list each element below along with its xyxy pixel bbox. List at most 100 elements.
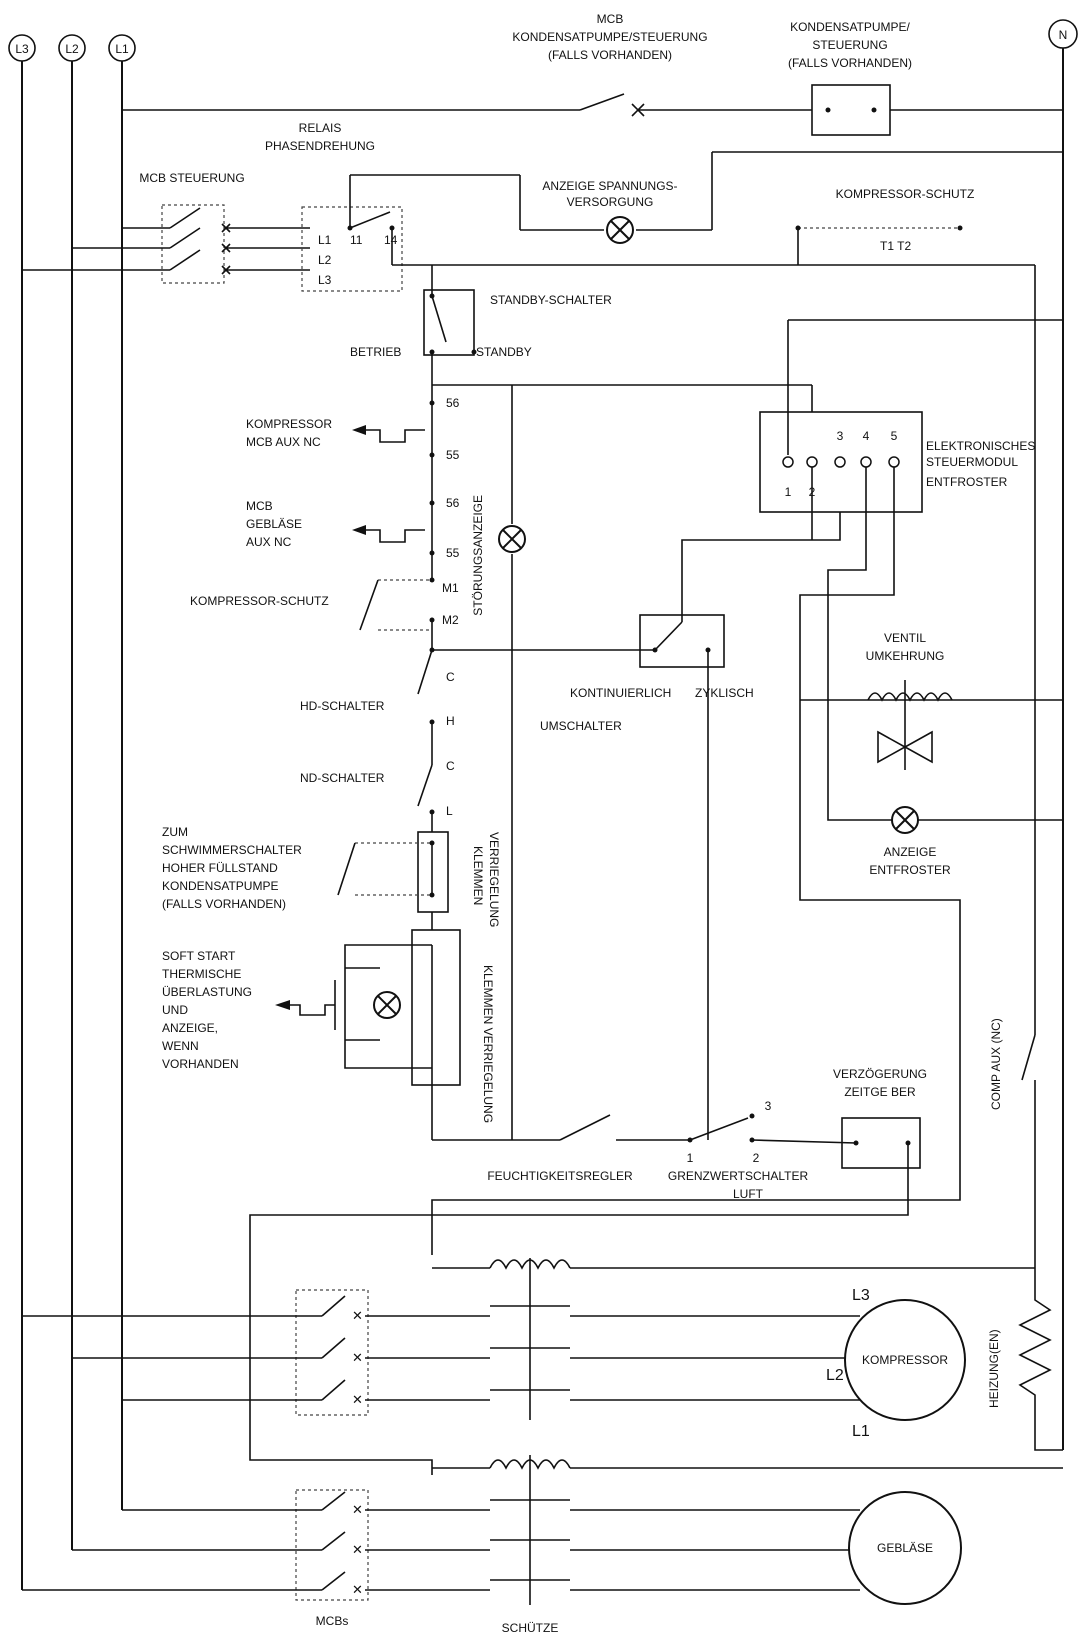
reversing-valve [867,680,953,770]
compressor-protection-mid [359,579,432,631]
relay-l2: L2 [318,253,332,267]
supply-indicator-lamp [606,216,634,244]
safety-chain [417,352,435,832]
relay-l3: L3 [318,273,332,287]
limit-t1: 1 [687,1151,694,1165]
cyclic-label: ZYKLISCH [695,686,754,700]
module-t3: 3 [837,429,844,443]
module-t5: 5 [891,429,898,443]
soft-start-block [275,929,461,1140]
line-l2-node: L2 [58,34,86,62]
limit-t3: 3 [765,1099,772,1113]
fault-indicator-label: STÖRUNGSANZEIGE [471,495,485,616]
compressor-protection-mid-label: KOMPRESSOR-SCHUTZ [190,594,329,608]
line-l1-node: L1 [108,34,136,62]
delay-label-1: VERZÖGERUNG [833,1067,927,1081]
defrost-module [431,319,1063,1255]
air-limit-label-1: GRENZWERTSCHALTER [668,1169,809,1183]
air-limit-label-2: LUFT [733,1187,764,1201]
soft-label-1: SOFT START [162,949,236,963]
supply-indicator-label-1: ANZEIGE SPANNUNGS- [542,179,677,193]
x-mark: ✕ [352,1392,363,1407]
soft-start-lamp [373,991,401,1019]
module-t2: 2 [809,485,816,499]
x-mark: ✕ [352,1350,363,1365]
soft-label-3: ÜBERLASTUNG [162,985,252,999]
module-t1: 1 [785,485,792,499]
compressor-protection-top-label: KOMPRESSOR-SCHUTZ [836,187,975,201]
continuous-label: KONTINUIERLICH [570,686,671,700]
terminal-interlock-a-label-2: VERRIEGELUNG [487,832,501,927]
tc2: C [446,759,455,773]
mcb-control-label: MCB STEUERUNG [139,171,244,185]
hp-switch-label: HD-SCHALTER [300,699,385,713]
line-l1-label: L1 [115,42,129,56]
line-l3-node: L3 [8,34,36,62]
fan-mcb-aux-label-3: AUX NC [246,535,292,549]
float-label-4: KONDENSATPUMPE [162,879,278,893]
compressor-protection-top [795,225,963,265]
module-label-2: STEUERMODUL [926,455,1018,469]
heater [1018,1290,1063,1451]
fan-label: GEBLÄSE [877,1541,933,1555]
phase-rotation-relay [301,174,1035,292]
mcbs-label: MCBs [316,1614,349,1628]
th: H [446,714,455,728]
x-mark: ✕ [352,1582,363,1597]
operation-label: BETRIEB [350,345,401,359]
tl: L [446,804,453,818]
t56a: 56 [446,396,460,410]
relay-label-1: RELAIS [299,121,342,135]
terminal-interlock-a-label-1: KLEMMEN [471,846,485,905]
t55a: 55 [446,448,460,462]
relay-l1: L1 [318,233,332,247]
mcb-control [22,204,310,284]
compressor-label: KOMPRESSOR [862,1353,948,1367]
comp-aux-nc [1021,265,1036,1290]
defrost-indicator-label-2: ENTFROSTER [869,863,951,877]
supply-rails [21,48,1064,1590]
defrost-indicator-lamp [891,806,919,834]
soft-label-7: VORHANDEN [162,1057,239,1071]
standby-switch [423,265,477,356]
mcb-condensate-label-3: (FALLS VORHANDEN) [548,48,672,62]
relay-label-2: PHASENDREHUNG [265,139,375,153]
comp-mcb-aux-label-1: KOMPRESSOR [246,417,332,431]
humidistat-label: FEUCHTIGKEITSREGLER [487,1169,633,1183]
x-mark: ✕ [352,1542,363,1557]
line-l2-label: L2 [65,42,79,56]
defrost-indicator-label-1: ANZEIGE [884,845,937,859]
tm1: M1 [442,581,459,595]
soft-label-2: THERMISCHE [162,967,241,981]
float-label-5: (FALLS VORHANDEN) [162,897,286,911]
t1t2-label: T1 T2 [880,239,911,253]
module-label-3: ENTFROSTER [926,475,1008,489]
pump-control-label-1: KONDENSATPUMPE/ [790,20,910,34]
fan-motor [848,1491,962,1605]
heaters-label: HEIZUNG(EN) [987,1329,1001,1408]
module-label-1: ELEKTRONISCHES [926,439,1035,453]
mcb-condensate-label-2: KONDENSATPUMPE/STEUERUNG [512,30,707,44]
fan-mcb: ✕ ✕ ✕ [22,1489,490,1601]
tm2: M2 [442,613,459,627]
soft-label-4: UND [162,1003,188,1017]
mcb-condensate-label-1: MCB [597,12,624,26]
compressor-contactor [432,1258,1035,1420]
comp-aux-nc-label: COMP AUX (NC) [989,1018,1003,1110]
t56b: 56 [446,496,460,510]
contactors-label: SCHÜTZE [502,1621,559,1635]
supply-indicator-wires [519,151,1063,231]
fault-indicator-lamp [498,525,526,553]
float-label-1: ZUM [162,825,188,839]
module-t4: 4 [863,429,870,443]
x-mark: ✕ [352,1502,363,1517]
t55b: 55 [446,546,460,560]
comp-l1-label: L1 [852,1423,870,1440]
fan-contactor [432,1455,1063,1605]
standby-label: STANDBY [476,345,532,359]
tc1: C [446,670,455,684]
relay-t14: 14 [384,233,398,247]
compressor-motor [844,1299,966,1421]
delay-label-2: ZEITGE BER [844,1085,916,1099]
